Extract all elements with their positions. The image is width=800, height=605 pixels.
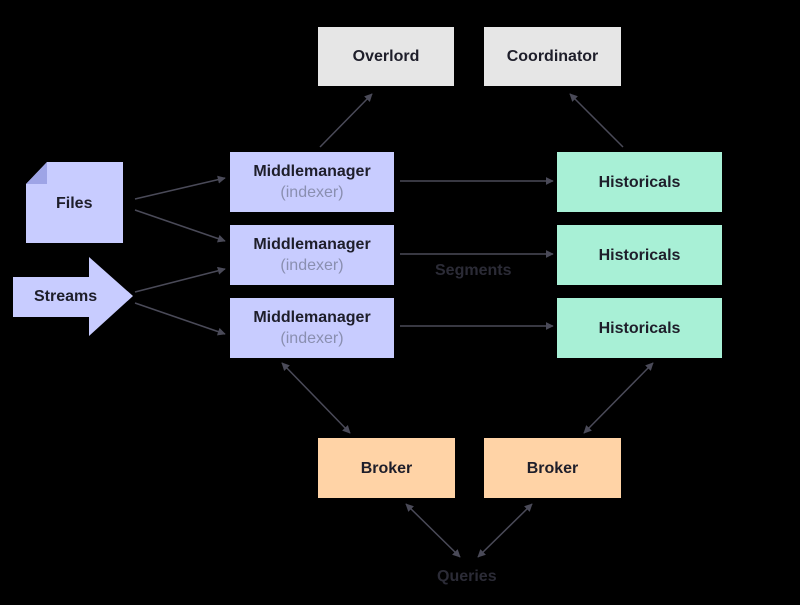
middlemanager-subtitle: (indexer) [280,184,344,201]
overlord-label: Overlord [352,48,420,65]
historicals-label: Historicals [598,246,681,264]
overlord-box: Overlord [318,27,454,86]
arrow-hist3-broker2 [583,362,654,434]
files-shape [26,162,123,243]
middlemanager-subtitle: (indexer) [280,330,344,347]
broker-label: Broker [360,459,413,477]
streams-label: Streams [34,288,98,305]
queries-label: Queries [437,568,497,585]
historicals-box-1: Historicals [557,152,722,212]
broker-box-2: Broker [484,438,621,498]
middlemanager-title: Middlemanager [253,236,371,253]
broker-box-1: Broker [318,438,455,498]
files-label: Files [56,195,93,212]
arrow-mm1-overlord [319,93,373,148]
coordinator-box: Coordinator [484,27,621,86]
arrow-historicals-coordinator [569,93,624,148]
files-fold [26,162,47,184]
middlemanager-title: Middlemanager [253,163,371,180]
historicals-label: Historicals [598,173,681,191]
streams-shape [13,257,133,336]
middlemanager-box-3: Middlemanager (indexer) [230,298,394,358]
middlemanager-title: Middlemanager [253,309,371,326]
segments-label: Segments [435,262,512,279]
arrow-streams-mm3 [134,302,226,336]
arrow-broker1-queries [405,503,461,558]
historicals-box-3: Historicals [557,298,722,358]
arrow-files-mm2 [134,209,226,243]
historicals-box-2: Historicals [557,225,722,285]
coordinator-label: Coordinator [506,48,599,65]
arrow-mm3-broker1 [281,362,351,434]
arrow-files-mm1 [134,175,226,200]
arrow-broker2-queries [477,503,533,558]
historicals-label: Historicals [598,319,681,337]
middlemanager-box-2: Middlemanager (indexer) [230,225,394,285]
middlemanager-subtitle: (indexer) [280,257,344,274]
broker-label: Broker [526,459,579,477]
arrow-streams-mm2 [134,266,226,293]
middlemanager-box-1: Middlemanager (indexer) [230,152,394,212]
